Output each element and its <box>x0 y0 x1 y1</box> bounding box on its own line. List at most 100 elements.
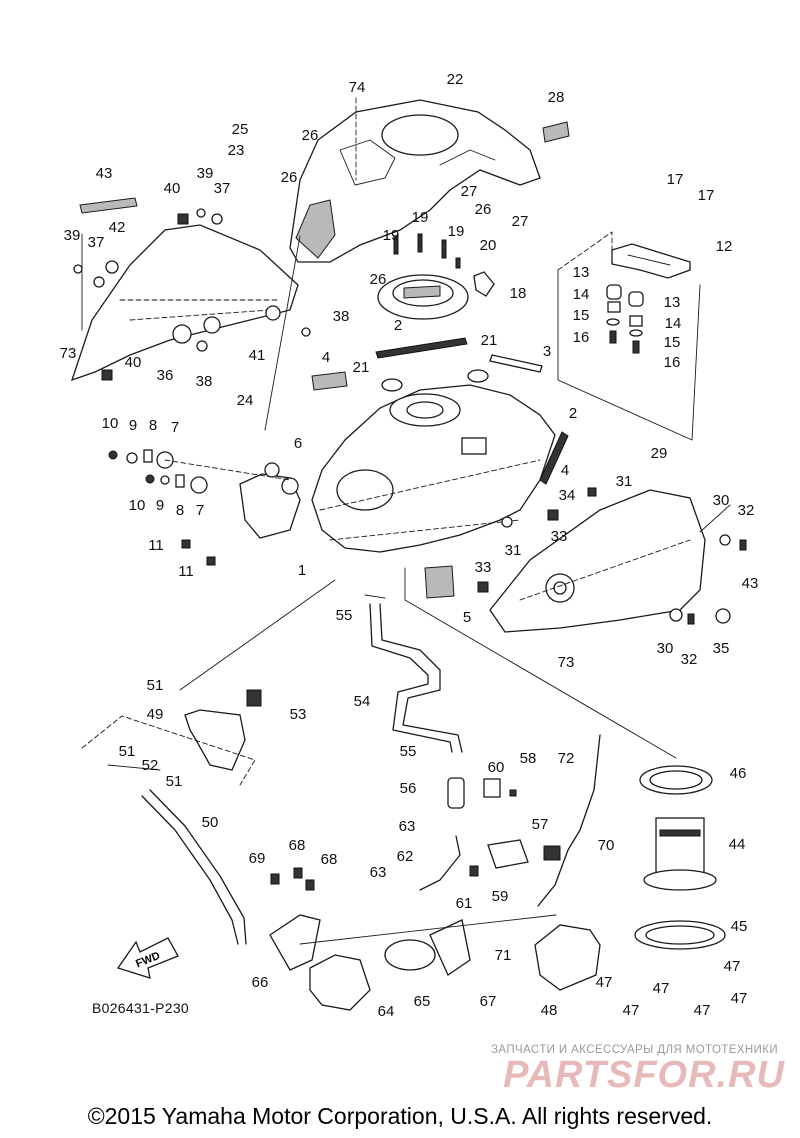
callout-30: 30 <box>657 640 674 657</box>
callout-27: 27 <box>512 213 529 230</box>
callout-42: 42 <box>109 219 126 236</box>
callout-36: 36 <box>157 367 174 384</box>
callout-34: 34 <box>559 487 576 504</box>
callout-13: 13 <box>573 264 590 281</box>
callout-17: 17 <box>698 187 715 204</box>
callout-43: 43 <box>742 575 759 592</box>
callout-41: 41 <box>249 347 266 364</box>
callout-7: 7 <box>196 502 204 519</box>
callout-55: 55 <box>336 607 353 624</box>
callout-21: 21 <box>481 332 498 349</box>
leader-48 <box>299 914 557 945</box>
callout-39: 39 <box>64 227 81 244</box>
callout-38: 38 <box>196 373 213 390</box>
plate-5 <box>424 565 455 599</box>
canister-64 <box>269 867 471 1011</box>
callout-20: 20 <box>480 237 497 254</box>
side-panel-29 <box>489 489 706 633</box>
callout-11: 11 <box>148 537 164 554</box>
leader-7 <box>164 459 291 481</box>
hose-62 <box>419 835 461 891</box>
diagram-code: B026431-P230 <box>92 1000 190 1016</box>
callout-8: 8 <box>149 417 157 434</box>
callout-21: 21 <box>353 359 370 376</box>
callout-10: 10 <box>102 415 119 432</box>
watermark-logo: PARTSFOR.RU <box>503 1054 785 1096</box>
callout-56: 56 <box>400 780 417 797</box>
callout-48: 48 <box>541 1002 558 1019</box>
callout-19: 19 <box>383 227 400 244</box>
callout-73: 73 <box>60 345 77 362</box>
callout-16: 16 <box>664 354 681 371</box>
callout-3: 3 <box>543 343 551 360</box>
label-28 <box>542 121 570 143</box>
callout-63: 63 <box>399 818 416 835</box>
callout-47: 47 <box>731 990 748 1007</box>
callout-8: 8 <box>176 502 184 519</box>
fasteners-top-left <box>73 208 311 381</box>
callout-26: 26 <box>302 127 319 144</box>
watermark-tagline: ЗАПЧАСТИ И АКСЕССУАРЫ ДЛЯ МОТОТЕХНИКИ <box>491 1044 778 1056</box>
callout-7: 7 <box>171 419 179 436</box>
strip-43 <box>79 197 138 214</box>
damper-stack-right <box>628 291 644 354</box>
fuel-pump-44 <box>634 765 726 950</box>
callout-59: 59 <box>492 888 509 905</box>
callout-57: 57 <box>532 816 549 833</box>
callout-11: 11 <box>178 563 194 580</box>
filter-56 <box>447 777 561 877</box>
callout-27: 27 <box>461 183 478 200</box>
callout-26: 26 <box>370 271 387 288</box>
callout-45: 45 <box>731 918 748 935</box>
callout-47: 47 <box>653 980 670 997</box>
clip-55 <box>364 594 386 599</box>
strip-43b <box>699 504 731 533</box>
callout-23: 23 <box>228 142 245 159</box>
callout-51: 51 <box>119 743 136 760</box>
callout-72: 72 <box>558 750 575 767</box>
callout-12: 12 <box>716 238 733 255</box>
callout-47: 47 <box>623 1002 640 1019</box>
strip-2 <box>375 337 468 359</box>
callout-14: 14 <box>573 286 590 303</box>
callout-73: 73 <box>558 654 575 671</box>
callout-19: 19 <box>412 209 429 226</box>
callout-layer: 1223445677889910101111121313141415151616… <box>60 71 759 1020</box>
callout-29: 29 <box>651 445 668 462</box>
callout-49: 49 <box>147 706 164 723</box>
callout-67: 67 <box>480 993 497 1010</box>
callout-26: 26 <box>281 169 298 186</box>
callout-31: 31 <box>505 542 522 559</box>
leader-24 <box>264 235 301 431</box>
bracket-12 <box>611 243 691 279</box>
callout-38: 38 <box>333 308 350 325</box>
callout-24: 24 <box>237 392 254 409</box>
callout-2: 2 <box>569 405 577 422</box>
callout-33: 33 <box>475 559 492 576</box>
callout-32: 32 <box>738 502 755 519</box>
callout-52: 52 <box>142 757 159 774</box>
callout-40: 40 <box>125 354 142 371</box>
hardware-7-11 <box>108 449 216 566</box>
tank-cover-22 <box>289 99 541 263</box>
callout-44: 44 <box>729 836 746 853</box>
fuel-cap-18 <box>377 233 495 320</box>
fuel-tank-1 <box>311 369 556 553</box>
callout-14: 14 <box>665 315 682 332</box>
callout-54: 54 <box>354 693 371 710</box>
breather-49-53 <box>107 689 262 945</box>
frame-49 <box>81 715 256 786</box>
callout-37: 37 <box>88 234 105 251</box>
callout-25: 25 <box>232 121 249 138</box>
callout-10: 10 <box>129 497 146 514</box>
callout-15: 15 <box>573 307 590 324</box>
fasteners-right <box>477 487 747 625</box>
callout-19: 19 <box>448 223 465 240</box>
callout-62: 62 <box>397 848 414 865</box>
copyright-notice: ©2015 Yamaha Motor Corporation, U.S.A. A… <box>87 1103 713 1129</box>
callout-68: 68 <box>289 837 306 854</box>
callout-47: 47 <box>596 974 613 991</box>
callout-51: 51 <box>147 677 164 694</box>
callout-55: 55 <box>400 743 417 760</box>
frame-12-29 <box>557 269 701 441</box>
